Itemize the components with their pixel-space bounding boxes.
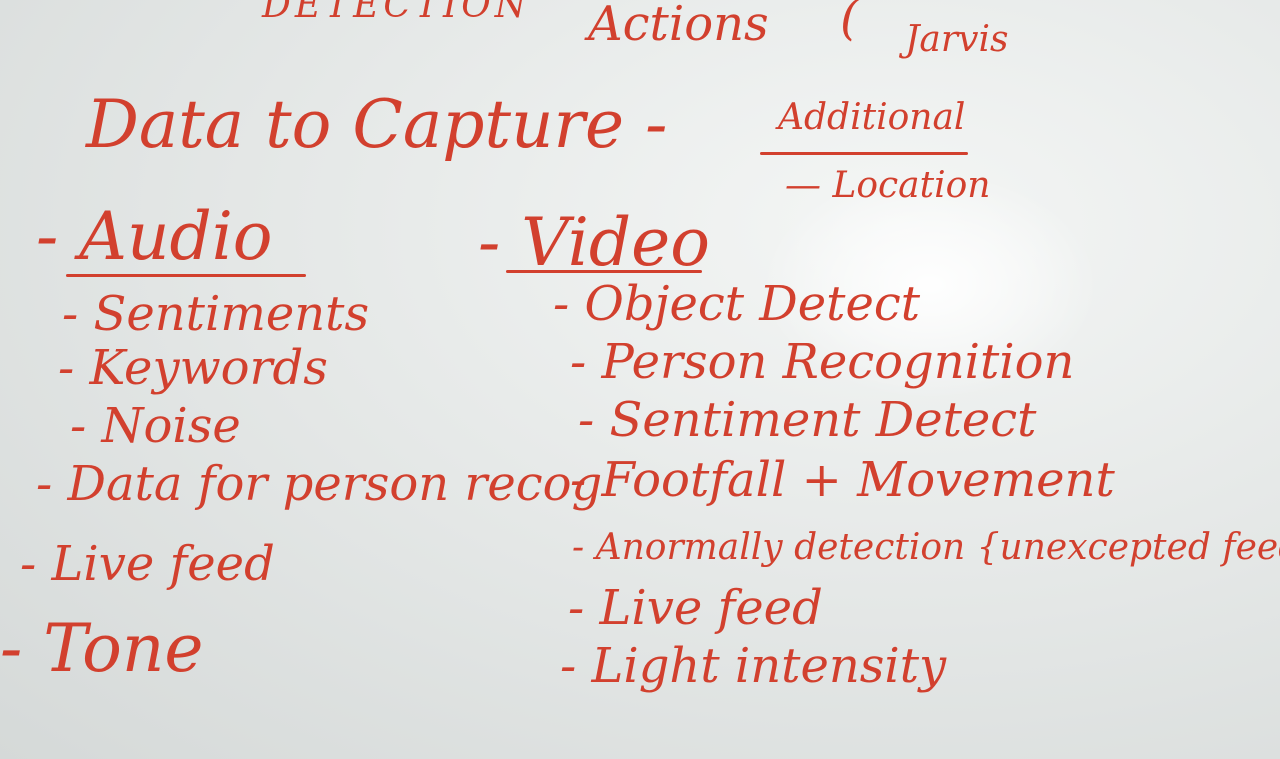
top-jarvis-text: Jarvis xyxy=(905,19,1009,60)
heading-data-to-capture: Data to Capture - xyxy=(86,86,668,163)
additional-title: Additional xyxy=(778,97,966,138)
top-actions-text: Actions xyxy=(588,0,769,52)
video-item-object-detect: - Object Detect xyxy=(553,276,921,332)
audio-item-data-for-person-recog: - Data for person recog xyxy=(36,456,603,512)
audio-underline xyxy=(66,274,306,277)
audio-item-keywords: - Keywords xyxy=(58,340,328,396)
audio-item-live-feed: - Live feed xyxy=(20,536,275,592)
audio-title: - Audio xyxy=(36,198,273,275)
video-item-live-feed: - Live feed xyxy=(568,580,823,636)
video-item-light-intensity: - Light intensity xyxy=(560,638,947,694)
video-item-person-recognition: - Person Recognition xyxy=(570,334,1075,390)
video-title: - Video xyxy=(478,204,710,281)
video-item-sentiment-detect: - Sentiment Detect xyxy=(578,392,1037,448)
top-fragment-detection: DETECTION xyxy=(262,0,531,26)
top-bracket: ( xyxy=(840,0,859,46)
video-item-footfall-movement: - Footfall + Movement xyxy=(570,452,1115,508)
audio-item-sentiments: - Sentiments xyxy=(62,286,370,342)
additional-underline xyxy=(760,152,968,155)
video-underline xyxy=(506,270,702,273)
video-item-anormally-detection: - Anormally detection {unexcepted feed} xyxy=(572,527,1280,568)
audio-item-tone: - Tone xyxy=(0,610,204,687)
additional-item-location: — Location xyxy=(785,165,991,206)
audio-item-noise: - Noise xyxy=(70,398,241,454)
